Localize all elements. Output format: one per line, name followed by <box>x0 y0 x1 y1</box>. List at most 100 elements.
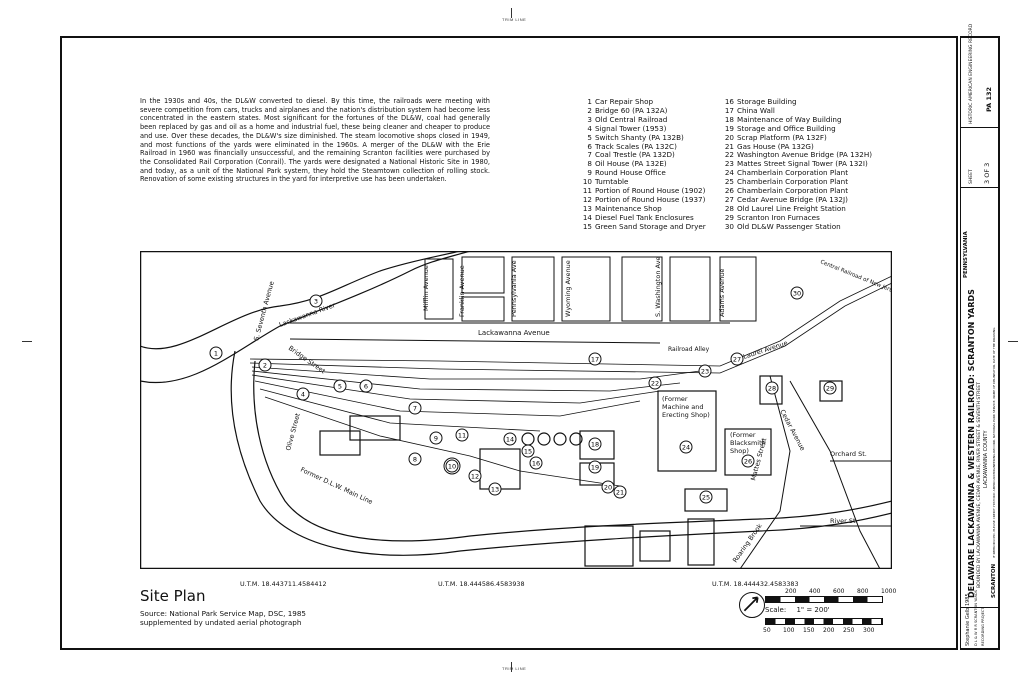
building-olive-a <box>319 430 361 456</box>
scale-tick-label: 100 <box>783 627 795 634</box>
source-line-2: supplemented by undated aerial photograp… <box>140 618 302 627</box>
legend-number: 13 <box>582 203 592 213</box>
legend-number: 2 <box>587 105 592 115</box>
legend-number: 22 <box>724 150 734 160</box>
title-block: HISTORIC AMERICAN ENGINEERING RECORD PA … <box>960 24 1000 650</box>
tb-delineator: Stephanie Gelb 1985 <box>965 593 971 646</box>
source-note: Source: National Park Service Map, DSC, … <box>140 609 306 627</box>
legend-label: Washington Avenue Bridge (PA 132H) <box>737 150 873 160</box>
map-marker-label: 25 <box>702 493 710 501</box>
river-bank-south-a <box>230 350 893 556</box>
tb-location: SCRANTON <box>991 563 997 598</box>
trim-line-bottom: TRIM LINE <box>502 666 527 671</box>
tb-sheet-label: SHEET <box>969 169 974 184</box>
legend-label: Chamberlain Corporation Plant <box>737 168 849 178</box>
legend-label: Chamberlain Corporation Plant <box>737 177 849 187</box>
legend-number: 29 <box>724 212 734 222</box>
tb-record-label: HISTORIC AMERICAN ENGINEERING RECORD <box>969 23 974 124</box>
tb-credit: IF REPRODUCED, PLEASE CREDIT: HISTORIC A… <box>992 327 996 558</box>
map-marker-label: 10 <box>448 462 456 470</box>
legend-label: Coal Trestle (PA 132D) <box>595 150 675 160</box>
legend-number: 21 <box>724 141 734 151</box>
river-bank-north-a <box>139 250 461 350</box>
legend-number: 23 <box>724 159 734 169</box>
label-central-rr: Central Railroad of New Jersey <box>819 259 892 296</box>
map-marker-label: 9 <box>434 434 438 442</box>
legend-label: Signal Tower (1953) <box>595 123 667 133</box>
scale-tick-label: 50 <box>763 627 771 634</box>
former-blacksmith-shop <box>724 428 772 476</box>
map-marker-label: 3 <box>314 297 318 305</box>
building-18 <box>579 430 615 460</box>
label-former-machine-2: Machine and <box>662 403 704 411</box>
legend-label: Storage Building <box>737 97 797 106</box>
buildings <box>319 375 843 567</box>
map-marker-label: 12 <box>471 472 479 480</box>
legend-number: 7 <box>587 150 592 160</box>
map-marker-label: 27 <box>733 355 741 363</box>
legend-label: Scranton Iron Furnaces <box>737 212 820 222</box>
utm-2: U.T.M. 18.444586.4583938 <box>438 580 525 588</box>
map-marker-circle <box>741 454 755 468</box>
map-marker-circle <box>445 459 459 473</box>
legend-number: 6 <box>587 141 592 151</box>
map-marker-label: 4 <box>301 390 305 398</box>
block-franklin-b <box>461 296 505 322</box>
legend-label: Diesel Fuel Tank Enclosures <box>595 212 694 222</box>
legend-number: 11 <box>582 186 592 196</box>
site-map-drawing: Mifflin Avenue Franklin Avenue Pennsylva… <box>139 250 900 570</box>
building-south-a <box>584 525 634 567</box>
label-lackawanna: Lackawanna Avenue <box>478 329 550 337</box>
label-washington: S. Washington Ave <box>654 257 662 317</box>
map-marker-circle <box>601 480 615 494</box>
scale-tick-label: 200 <box>823 627 835 634</box>
building-28 <box>759 375 783 405</box>
tb-county: LACKAWANNA COUNTY <box>983 430 989 488</box>
tb-delineator-cell: Stephanie Gelb 1985 D L & W R R SCRANTON… <box>961 590 999 648</box>
map-marker-label: 26 <box>744 457 752 465</box>
label-adams: Adams Avenue <box>718 269 726 317</box>
map-marker-circle <box>765 381 779 395</box>
map-marker-circle <box>455 428 469 442</box>
map-marker-label: 28 <box>768 384 776 392</box>
tb-record-cell: HISTORIC AMERICAN ENGINEERING RECORD PA … <box>961 24 999 128</box>
map-marker-label: 18 <box>591 440 599 448</box>
tb-main-title: DELAWARE LACKAWANNA & WESTERN RAILROAD: … <box>967 289 976 598</box>
legend-number: 17 <box>724 105 734 115</box>
map-marker-circle <box>699 490 713 504</box>
map-marker-circle <box>648 376 662 390</box>
tb-recording: RECORDING PROJECT <box>981 607 985 646</box>
map-marker-label: 13 <box>491 485 499 493</box>
label-railroad-alley: Railroad Alley <box>668 346 710 353</box>
map-marker-circle <box>790 286 804 300</box>
block-washington <box>621 256 663 322</box>
map-marker-circle <box>488 482 502 496</box>
scale-tick-label: 300 <box>863 627 875 634</box>
map-marker-circle <box>503 432 517 446</box>
map-marker-label: 5 <box>338 382 342 390</box>
legend-label: Oil House (PA 132E) <box>595 159 667 169</box>
legend-label: Old Central Railroad <box>595 114 668 124</box>
building-25 <box>684 488 728 512</box>
tb-sheet: 3 OF 3 <box>983 162 991 184</box>
legend-label: Track Scales (PA 132C) <box>595 141 677 151</box>
legend-number: 30 <box>724 221 734 231</box>
trim-mark-left <box>22 341 32 342</box>
trim-mark-right <box>1008 341 1018 342</box>
tb-state: PENNSYLVANIA <box>963 231 969 278</box>
legend-label: Scrap Platform (PA 132F) <box>737 132 827 142</box>
label-river-st: River St. <box>830 517 858 525</box>
legend-number: 9 <box>587 168 592 178</box>
